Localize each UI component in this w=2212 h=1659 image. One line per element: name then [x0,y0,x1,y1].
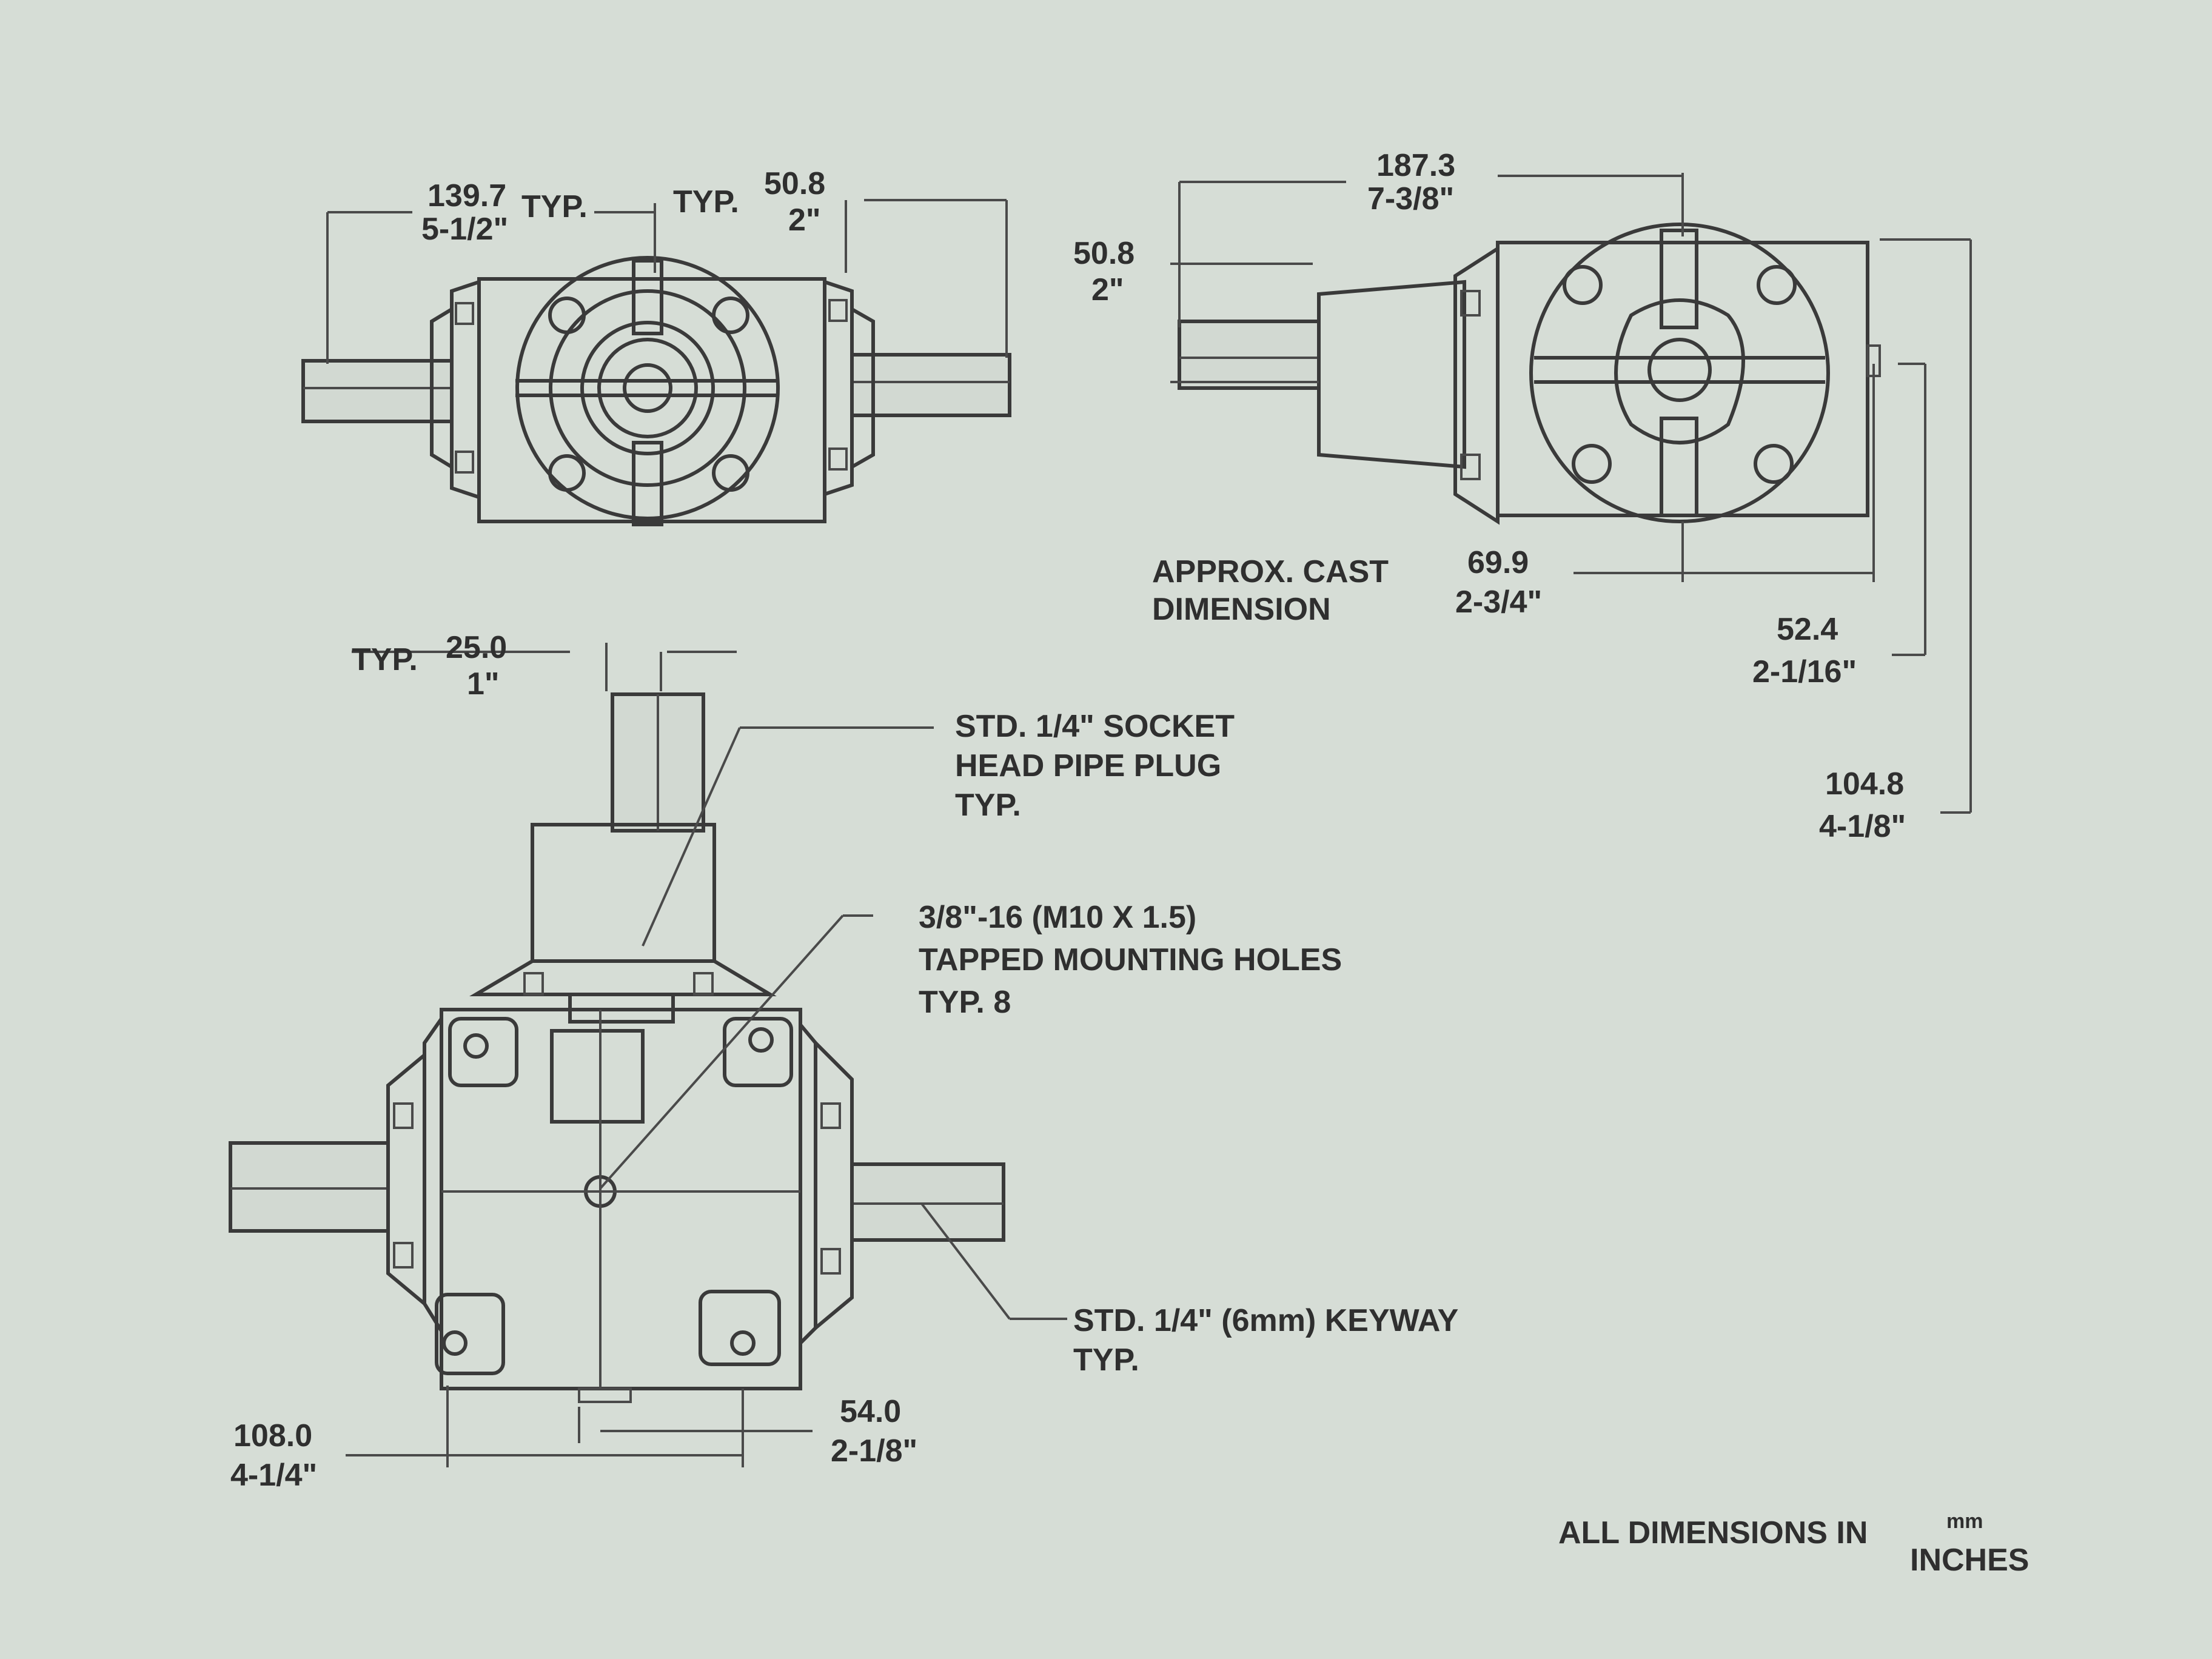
dim-base-in: 4-1/4" [230,1458,317,1493]
dim-shaft-dia-in: 1" [467,666,500,702]
footer-units-right: INCHES [1910,1543,2029,1578]
footer-units-top: mm [1946,1510,1983,1533]
housing [477,277,826,523]
output-shaft [1178,320,1321,390]
dim-top-right-width-in: 7-3/8" [1367,181,1454,216]
note-holes-line1: 3/8"-16 (M10 X 1.5) [919,900,1196,935]
dim-offset-mm: 52.4 [1777,612,1838,647]
note-holes-line2: TAPPED MOUNTING HOLES [919,942,1342,977]
dim-hole-mm: 54.0 [840,1394,901,1429]
note-plug-line2: HEAD PIPE PLUG [955,748,1221,783]
dim-top-left-width-typ: TYP. [521,189,588,224]
footer-units-left: ALL DIMENSIONS IN [1558,1515,1868,1550]
dim-cast-in: 2-3/4" [1455,585,1542,620]
dim-top-left-width-mm: 139.7 [427,178,506,213]
bolt-hole [548,297,586,334]
dim-top-right-shaft-mm: 50.8 [1073,236,1134,271]
bolt-hole [712,454,749,492]
bolt-hole [1563,265,1603,305]
dim-height-in: 4-1/8" [1819,809,1906,844]
tapped-hole [463,1033,489,1059]
dim-offset-in: 2-1/16" [1752,654,1857,689]
dim-top-left-width-in: 5-1/2" [421,212,508,247]
note-holes-line3: TYP. 8 [919,985,1011,1020]
bolt-hole [1572,444,1612,484]
bottom-view [229,643,1067,1467]
note-plug-line1: STD. 1/4" SOCKET [955,709,1235,744]
right-shaft [850,1162,1005,1242]
tapped-hole [730,1330,756,1356]
tapped-hole [748,1027,774,1053]
dim-shaft-dia-typ: TYP. [352,642,418,677]
dim-base-mm: 108.0 [233,1418,312,1453]
dim-top-left-shaft-in: 2" [788,203,821,238]
dim-cast-mm: 69.9 [1467,545,1529,580]
tapped-hole [442,1330,468,1356]
right-shaft [850,353,1011,417]
bolt-hole [548,454,586,492]
cast-label-line1: APPROX. CAST [1152,554,1389,589]
note-plug-line3: TYP. [955,788,1021,823]
note-keyway-line2: TYP. [1073,1342,1139,1378]
dim-shaft-dia-mm: 25.0 [446,630,507,665]
left-shaft [301,359,454,423]
dim-top-left-shaft-typ: TYP. [673,184,739,220]
dim-hole-in: 2-1/8" [831,1433,917,1469]
housing [1496,241,1869,517]
dim-top-left-shaft-mm: 50.8 [764,166,825,201]
bolt-hole [1754,444,1794,484]
cast-label-line2: DIMENSION [1152,592,1331,627]
dim-top-right-width-mm: 187.3 [1376,148,1455,183]
bolt-hole [1757,265,1797,305]
top-left-view [301,199,1011,526]
left-shaft [229,1141,390,1233]
note-keyway-line1: STD. 1/4" (6mm) KEYWAY [1073,1303,1458,1338]
bolt-hole [712,297,749,334]
dim-height-mm: 104.8 [1825,766,1904,802]
dim-top-right-shaft-in: 2" [1091,272,1124,307]
top-right-view [1170,173,1972,814]
